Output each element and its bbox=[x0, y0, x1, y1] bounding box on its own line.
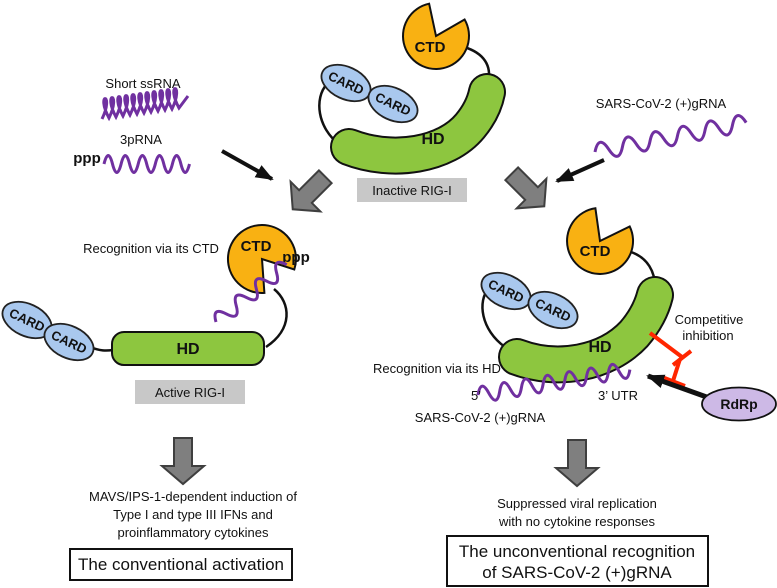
inactive-label-text: Inactive RIG-I bbox=[372, 183, 451, 198]
inactive-rigi-group: HD CTD CARD CARD Inactive RIG-I bbox=[318, 2, 506, 202]
uncon-hd-label: HD bbox=[588, 339, 611, 356]
active-card1: CARD bbox=[1, 300, 53, 340]
block-arrow-right bbox=[503, 165, 548, 210]
outcome-left-line1: MAVS/IPS-1-dependent induction of bbox=[89, 489, 297, 504]
block-arrow-left bbox=[289, 168, 334, 213]
outcome-left-group: MAVS/IPS-1-dependent induction of Type I… bbox=[69, 437, 297, 581]
unconventional-rigi-group: HD CTD CARD CARD Recognition via its HD … bbox=[373, 207, 777, 425]
uncon-card1: CARD bbox=[480, 271, 532, 311]
sars-grna-top-group: SARS-CoV-2 (+)gRNA bbox=[593, 96, 748, 158]
active-card2: CARD bbox=[43, 322, 95, 362]
unconventional-recognition-box bbox=[446, 535, 709, 587]
short-ssrna-group: Short ssRNA bbox=[100, 76, 190, 122]
outcome-left-line2: Type I and type III IFNs and bbox=[113, 507, 273, 522]
outcome-right-line1: Suppressed viral replication bbox=[497, 496, 657, 511]
active-ppp-label: ppp bbox=[282, 249, 310, 266]
inactive-ctd-shape bbox=[402, 2, 470, 70]
active-bound-rna-wave bbox=[213, 260, 288, 323]
active-rigi-group: Recognition via its CTD CTD ppp HD CARD … bbox=[1, 224, 310, 404]
p3rna-label: 3pRNA bbox=[120, 132, 162, 147]
outcome-right-group: Suppressed viral replication with no cyt… bbox=[446, 439, 709, 587]
short-ssrna-label: Short ssRNA bbox=[105, 76, 180, 91]
inhibition-tbar bbox=[648, 331, 693, 388]
active-recognition-label: Recognition via its CTD bbox=[83, 241, 219, 256]
conventional-activation-title: The conventional activation bbox=[78, 555, 284, 574]
active-ctd-shape bbox=[227, 224, 297, 294]
rdrp-shape bbox=[701, 386, 777, 422]
inactive-hd-shape bbox=[332, 75, 504, 173]
unconventional-recognition-title1: The unconventional recognition bbox=[459, 542, 695, 561]
inactive-card1: CARD bbox=[320, 63, 372, 103]
uncon-card2: CARD bbox=[527, 290, 579, 330]
block-arrow-down-left bbox=[159, 437, 207, 486]
competitive-inhibition-line1: Competitive bbox=[675, 312, 744, 327]
outcome-right-line2: with no cytokine responses bbox=[498, 514, 656, 529]
active-hd-shape bbox=[111, 331, 265, 366]
active-label-text: Active RIG-I bbox=[155, 385, 225, 400]
arrow-rdrp-to-rna bbox=[646, 373, 716, 403]
p3rna-wave bbox=[102, 154, 191, 174]
unconventional-recognition-title2: of SARS-CoV-2 (+)gRNA bbox=[482, 563, 672, 582]
sars-grna-top-label: SARS-CoV-2 (+)gRNA bbox=[596, 96, 727, 111]
ppp-label: ppp bbox=[73, 150, 101, 167]
active-ctd-label: CTD bbox=[241, 238, 272, 255]
inactive-label-box bbox=[357, 178, 467, 202]
five-prime-label: 5’ bbox=[471, 388, 481, 403]
p3rna-group: 3pRNA ppp bbox=[73, 132, 191, 174]
arrow-ssrna-to-rigi bbox=[221, 149, 274, 181]
competitive-inhibition-line2: inhibition bbox=[682, 328, 733, 343]
arrow-grna-to-rigi bbox=[555, 158, 605, 183]
three-utr-label: 3’ UTR bbox=[598, 388, 638, 403]
block-arrow-down-right bbox=[553, 439, 601, 488]
inactive-ctd-label: CTD bbox=[415, 39, 446, 56]
active-hd-label: HD bbox=[176, 341, 199, 358]
sars-grna-top-wave bbox=[593, 114, 748, 158]
short-ssrna-coil bbox=[100, 87, 190, 122]
inactive-card2: CARD bbox=[367, 84, 419, 124]
conventional-activation-box bbox=[69, 548, 293, 581]
uncon-ctd-shape bbox=[566, 207, 635, 275]
active-linker-ctd-hd bbox=[265, 288, 288, 349]
uncon-recognition-label: Recognition via its HD bbox=[373, 361, 501, 376]
uncon-grna-label: SARS-CoV-2 (+)gRNA bbox=[415, 410, 546, 425]
uncon-hd-shape bbox=[500, 278, 672, 382]
uncon-grna-wave bbox=[476, 362, 632, 402]
inactive-hd-label: HD bbox=[421, 131, 444, 148]
active-label-box bbox=[135, 380, 245, 404]
uncon-ctd-label: CTD bbox=[580, 243, 611, 260]
rdrp-label: RdRp bbox=[720, 396, 757, 412]
outcome-left-line3: proinflammatory cytokines bbox=[118, 525, 269, 540]
